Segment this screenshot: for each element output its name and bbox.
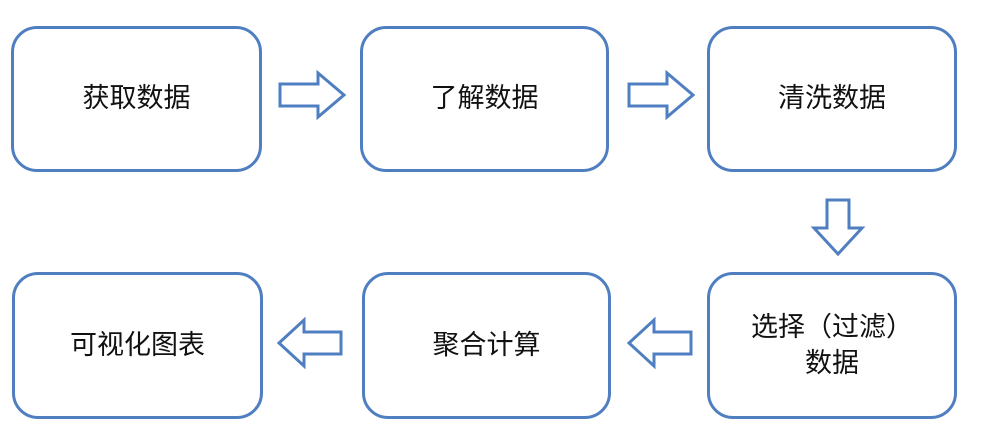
step-aggregate: 聚合计算 [362,272,611,419]
step-visualize-chart: 可视化图表 [12,272,263,419]
step-understand-data: 了解数据 [360,26,609,172]
arrow-down-icon [810,198,866,257]
step-select-filter-label-line1: 选择（过滤） [751,311,913,343]
arrow-right-icon [278,69,347,121]
step-visualize-chart-label: 可视化图表 [70,329,205,361]
step-clean-data: 清洗数据 [707,26,957,172]
step-understand-data-label: 了解数据 [430,83,539,114]
step-select-filter-label-line2: 数据 [805,347,859,379]
step-aggregate-label: 聚合计算 [432,329,541,361]
step-select-filter-data: 选择（过滤） 数据 [707,272,957,419]
step-get-data: 获取数据 [11,26,262,172]
arrow-left-icon [276,316,343,370]
step-clean-data-label: 清洗数据 [778,83,886,114]
step-get-data-label: 获取数据 [82,83,191,114]
arrow-left-icon [626,316,693,370]
arrow-right-icon [627,69,696,121]
